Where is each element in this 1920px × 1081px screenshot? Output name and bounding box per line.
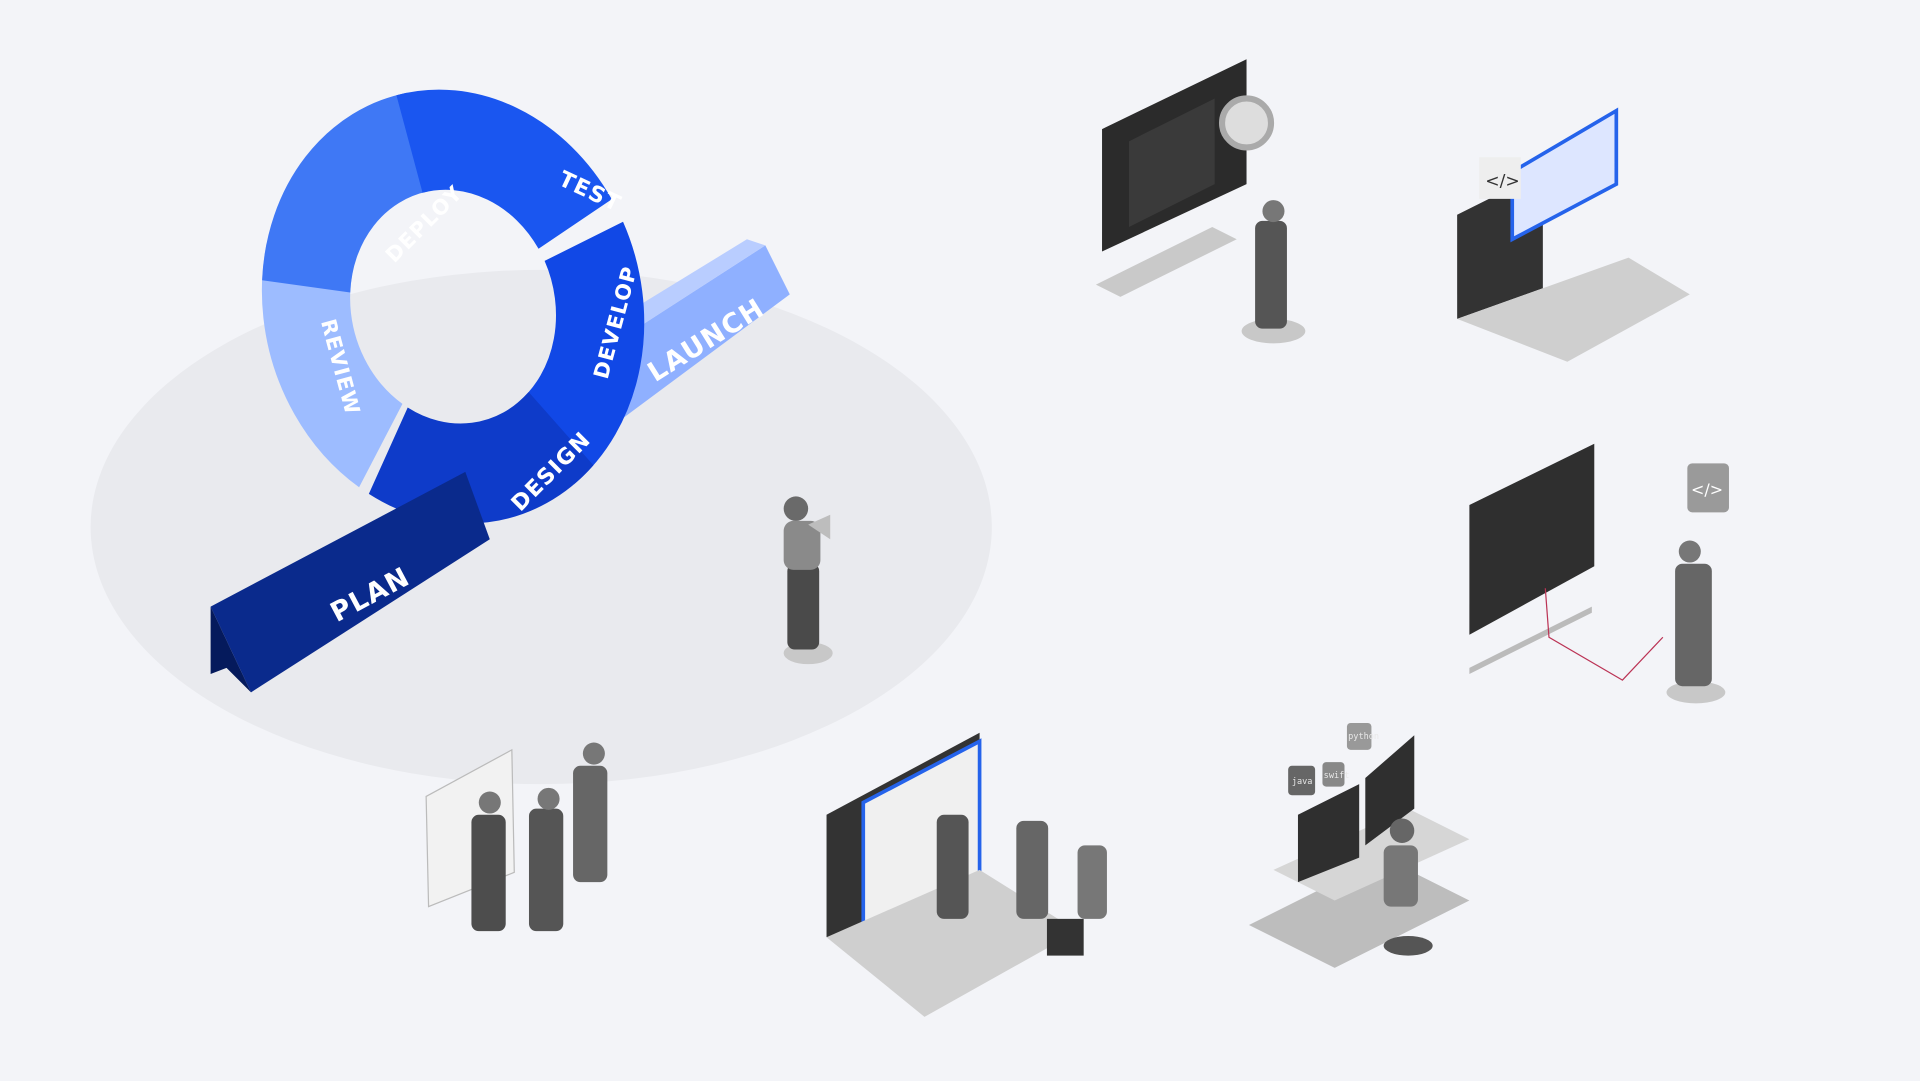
megaphone-icon (808, 514, 831, 540)
code-tag-icon: </> (1485, 172, 1519, 192)
remote-device-scene: </> (1469, 443, 1729, 704)
team-whiteboard-scene (425, 742, 608, 932)
lang-tag-swift: swift (1324, 771, 1350, 781)
magnifier-icon (1218, 95, 1275, 151)
developer-desk-scene: java swift python (1248, 722, 1470, 968)
lang-tag-java: java (1292, 777, 1313, 787)
floor-shadow (90, 269, 992, 785)
code-review-scene (1095, 59, 1306, 344)
team-laptop-scene (826, 732, 1107, 1017)
lang-tag-python: python (1348, 732, 1379, 742)
code-tag-icon: </> (1691, 480, 1723, 499)
laptop-code-scene: </> (1457, 107, 1690, 362)
person-megaphone (783, 496, 833, 665)
